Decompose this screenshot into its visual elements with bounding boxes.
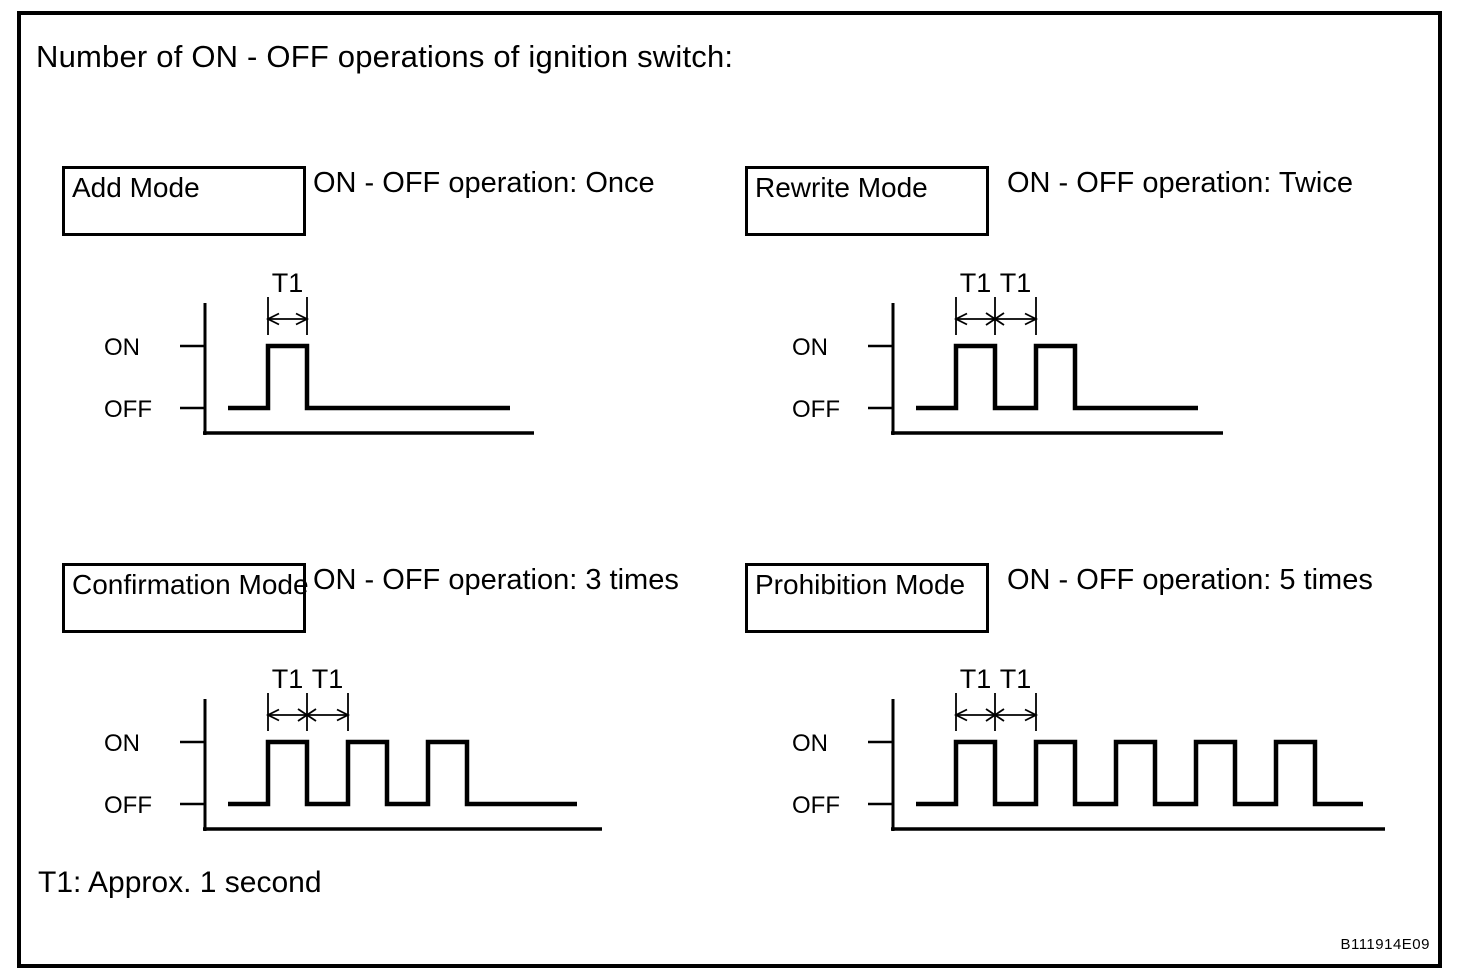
mode-box-label: Rewrite Mode bbox=[755, 172, 928, 203]
arrowhead-middle-cross bbox=[985, 312, 1005, 326]
arrowhead-left bbox=[265, 708, 280, 722]
arrowhead-middle-cross bbox=[297, 708, 317, 722]
waveform-rewrite-mode: ON OFF T1 T1 bbox=[792, 268, 1223, 435]
waveform-trace bbox=[916, 343, 1198, 411]
arrowhead-left bbox=[953, 708, 968, 722]
on-label: ON bbox=[792, 730, 828, 757]
diagram-title: Number of ON - OFF operations of ignitio… bbox=[36, 39, 734, 74]
arrowhead-right bbox=[1024, 708, 1039, 722]
on-label: ON bbox=[792, 334, 828, 361]
t1-label: T1 bbox=[312, 664, 344, 694]
t1-label: T1 bbox=[1000, 268, 1032, 298]
operation-count-label: ON - OFF operation: Once bbox=[313, 167, 655, 199]
waveform-confirmation-mode: ON OFF T1 T1 bbox=[104, 664, 602, 831]
operation-count-label: ON - OFF operation: Twice bbox=[1007, 167, 1353, 199]
t1-label: T1 bbox=[960, 268, 992, 298]
waveform-prohibition-mode: ON OFF T1 T1 bbox=[792, 664, 1385, 831]
off-label: OFF bbox=[792, 792, 840, 819]
on-label: ON bbox=[104, 730, 140, 757]
mode-box-add: Add Mode bbox=[62, 166, 306, 236]
mode-box-label: Add Mode bbox=[72, 172, 200, 203]
arrowhead-middle-cross bbox=[985, 708, 1005, 722]
arrowhead-left bbox=[953, 312, 968, 326]
off-label: OFF bbox=[104, 396, 152, 423]
t1-label: T1 bbox=[272, 268, 304, 298]
t1-definition-note: T1: Approx. 1 second bbox=[38, 866, 322, 899]
waveform-trace bbox=[228, 343, 510, 411]
mode-box-label: Prohibition Mode bbox=[755, 569, 966, 600]
off-label: OFF bbox=[104, 792, 152, 819]
arrowhead-left bbox=[265, 312, 280, 326]
t1-label: T1 bbox=[960, 664, 992, 694]
waveform-trace bbox=[916, 739, 1363, 807]
mode-box-rewrite: Rewrite Mode bbox=[745, 166, 989, 236]
waveform-add-mode: ON OFF T1 bbox=[104, 268, 534, 435]
operation-count-label: ON - OFF operation: 3 times bbox=[313, 564, 679, 596]
t1-label: T1 bbox=[1000, 664, 1032, 694]
arrowhead-right bbox=[295, 312, 310, 326]
on-label: ON bbox=[104, 334, 140, 361]
operation-count-label: ON - OFF operation: 5 times bbox=[1007, 564, 1373, 596]
mode-box-label: Confirmation Mode bbox=[72, 569, 309, 600]
off-label: OFF bbox=[792, 396, 840, 423]
arrowhead-right bbox=[336, 708, 351, 722]
t1-label: T1 bbox=[272, 664, 304, 694]
mode-box-confirmation: Confirmation Mode bbox=[62, 563, 309, 633]
mode-box-prohibition: Prohibition Mode bbox=[745, 563, 989, 633]
arrowhead-right bbox=[1024, 312, 1039, 326]
figure-reference-code: B111914E09 bbox=[1340, 936, 1430, 953]
waveform-trace bbox=[228, 739, 577, 807]
